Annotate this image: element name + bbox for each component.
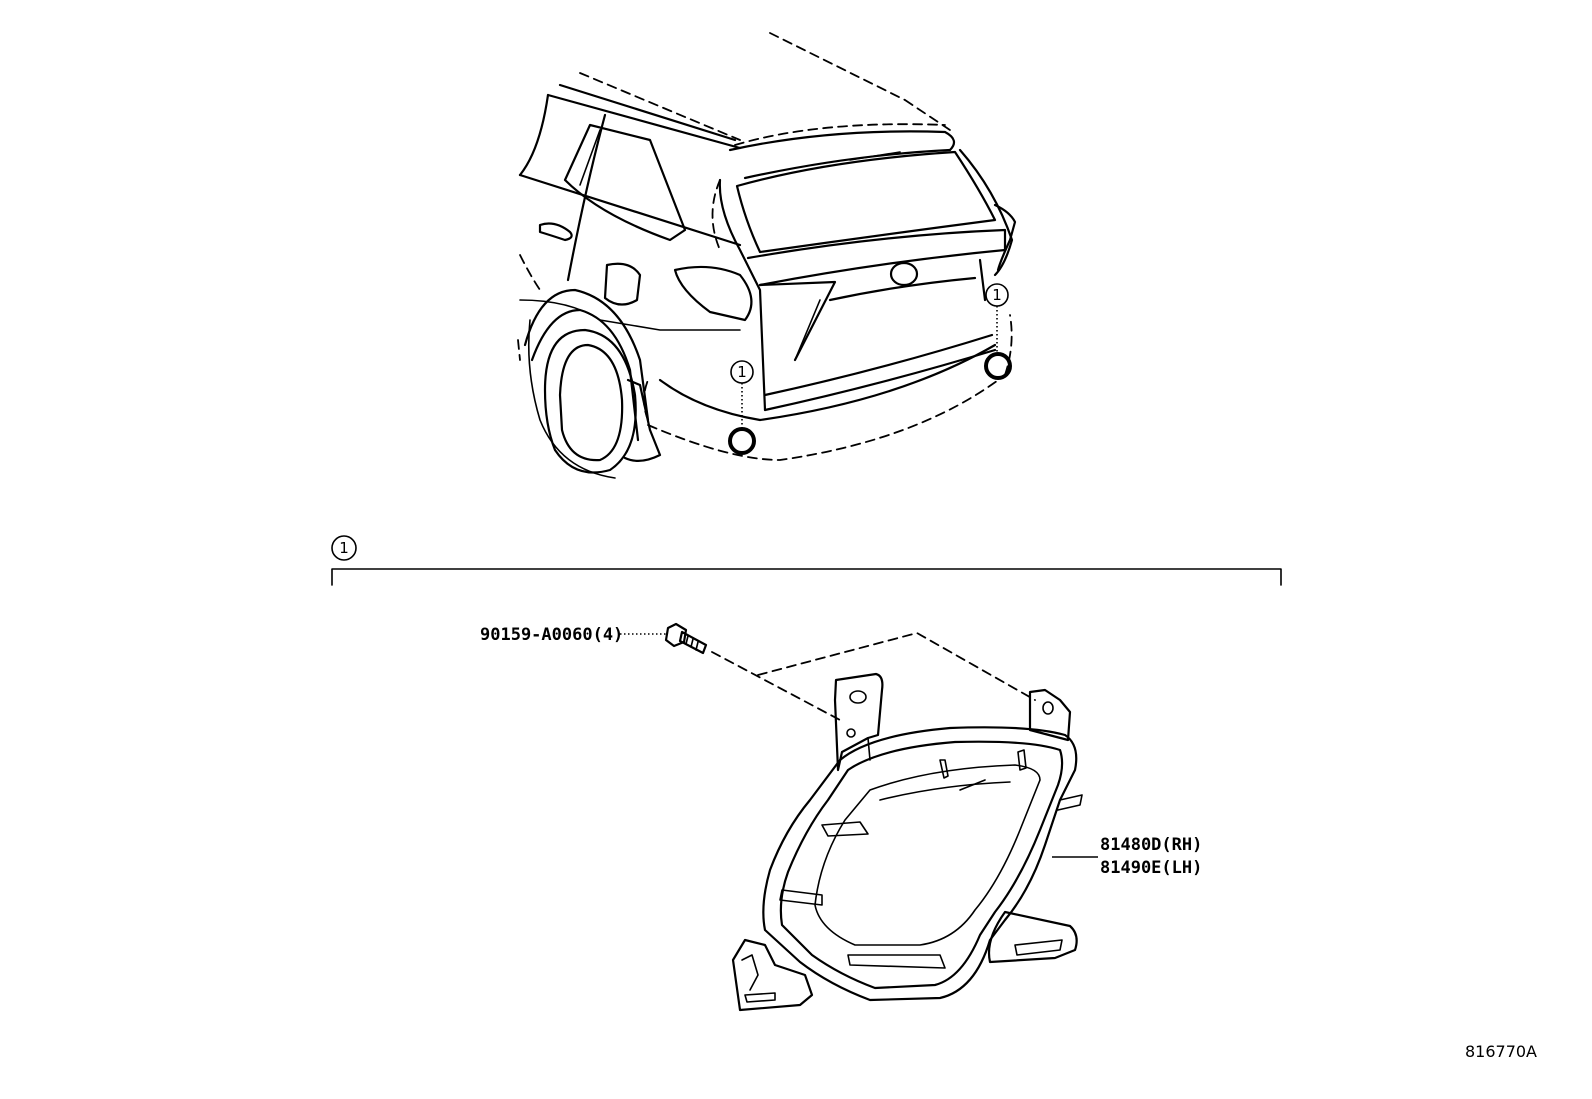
reflector-location-left — [728, 427, 756, 455]
callout-left-sensor: 1 — [728, 360, 756, 455]
reflector-location-right — [984, 352, 1012, 380]
bolt-icon — [664, 622, 708, 655]
callout-label: 1 — [737, 363, 747, 381]
illustration-code: 816770A — [1465, 1042, 1537, 1061]
bolt-part: 90159-A0060(4) — [480, 622, 1036, 721]
callout-label: 1 — [992, 286, 1002, 304]
callout-right-sensor: 1 — [984, 283, 1012, 380]
group-callout-label: 1 — [339, 539, 349, 557]
part-label-reflector-rh: 81480D(RH) — [1100, 835, 1202, 855]
part-label-bolt: 90159-A0060(4) — [480, 625, 623, 645]
reflector-part — [731, 672, 1098, 1012]
vehicle-rear-illustration — [517, 32, 1017, 479]
group-bracket: 1 — [331, 535, 1282, 586]
part-label-reflector-lh: 81490E(LH) — [1100, 858, 1202, 878]
